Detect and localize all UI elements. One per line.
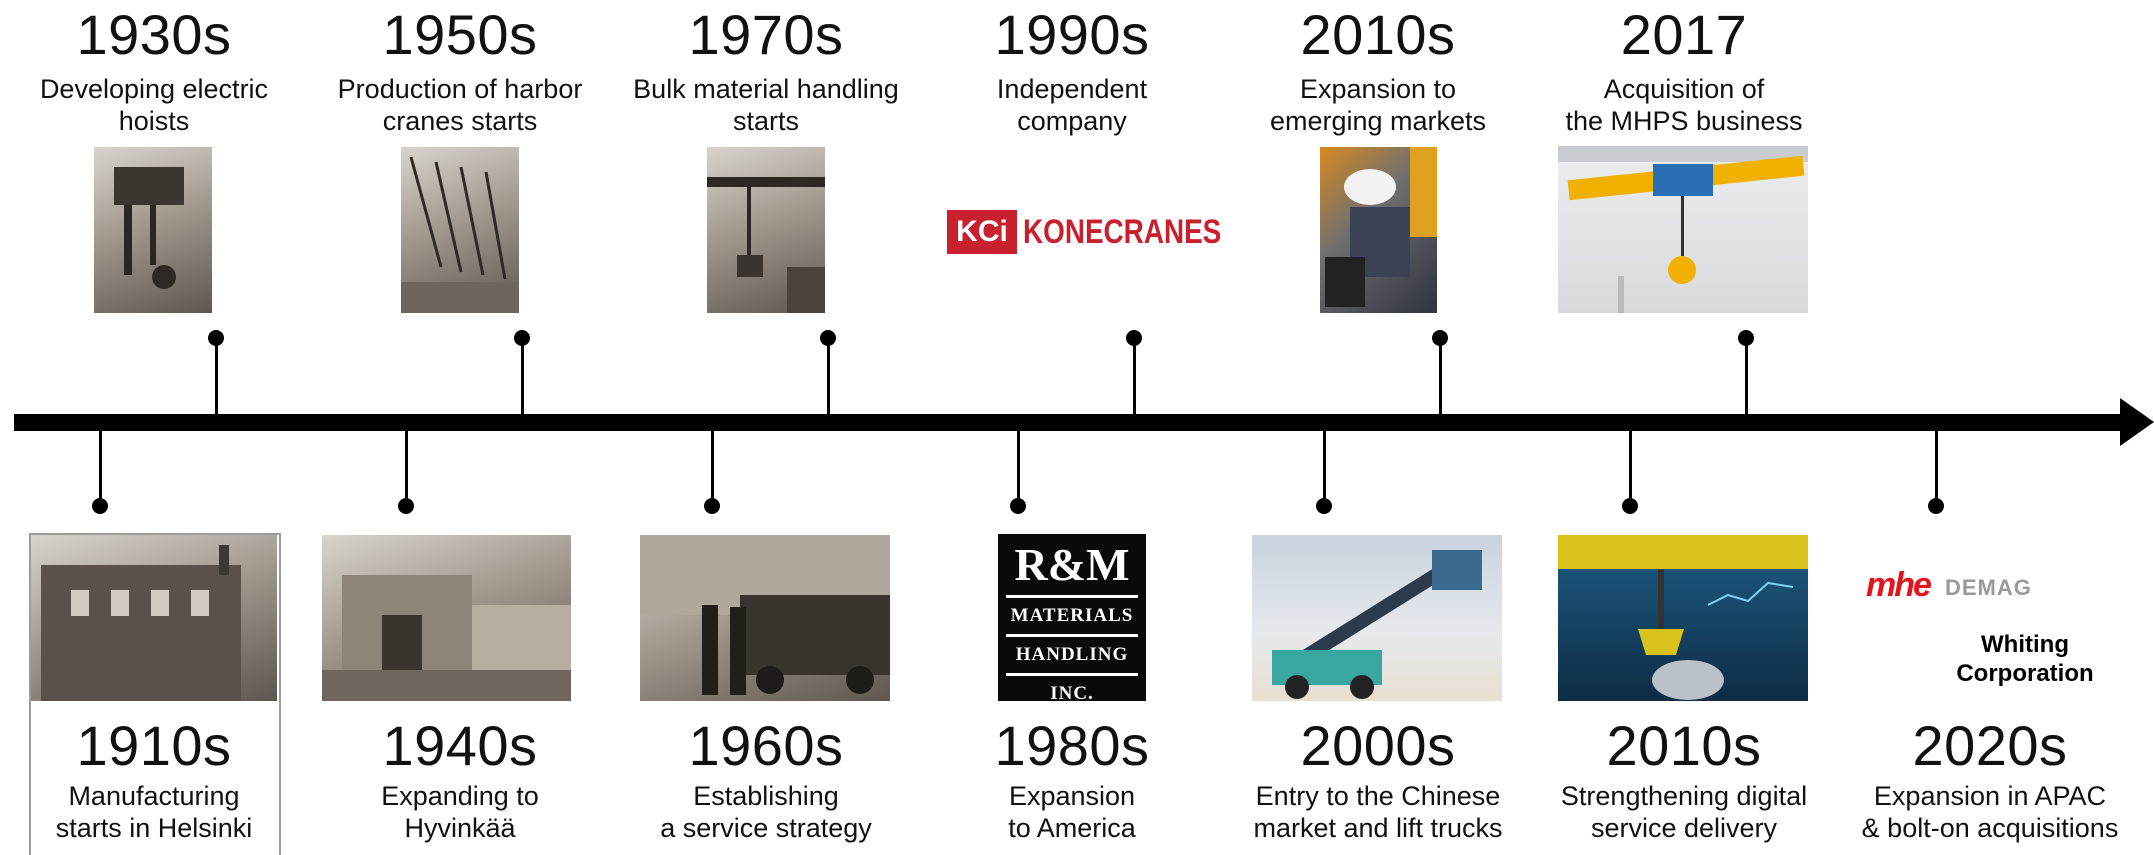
dot-bottom-2000s bbox=[1316, 498, 1332, 514]
event-1930s: 1930s Developing electric hoists bbox=[4, 0, 304, 137]
event-description: Acquisition of the MHPS business bbox=[1565, 74, 1803, 136]
event-2020s: 2020s Expansion in APAC & bolt-on acquis… bbox=[1840, 716, 2140, 844]
stem-bottom-1910s bbox=[99, 430, 102, 506]
photo-service-truck bbox=[640, 535, 890, 701]
konecranes-logo: KCi KONECRANES bbox=[947, 210, 1265, 254]
mhe-logo: mhe bbox=[1866, 566, 1932, 604]
dot-top-1970s bbox=[820, 330, 836, 346]
rm-logo-line3: INC. bbox=[1050, 683, 1094, 704]
stem-top-1970s bbox=[827, 338, 830, 416]
stem-bottom-2020s bbox=[1935, 430, 1938, 506]
rm-logo-line2: HANDLING bbox=[1015, 644, 1129, 665]
stem-bottom-1940s bbox=[405, 430, 408, 506]
rm-logo-divider bbox=[1006, 634, 1138, 637]
event-2000s: 2000s Entry to the Chinese market and li… bbox=[1228, 716, 1528, 844]
dot-bottom-1960s bbox=[704, 498, 720, 514]
stem-bottom-2000s bbox=[1323, 430, 1326, 506]
stem-top-2010s bbox=[1439, 338, 1442, 416]
event-year: 2020s bbox=[1912, 714, 2068, 777]
photo-hyvinkaa-factory bbox=[322, 535, 571, 701]
dot-bottom-1940s bbox=[398, 498, 414, 514]
demag-logo: DEMAG bbox=[1945, 575, 2032, 600]
event-year: 2000s bbox=[1300, 714, 1456, 777]
dot-top-1930s bbox=[208, 330, 224, 346]
rm-logo-title: R&M bbox=[1014, 539, 1130, 590]
photo-bulk-handling bbox=[707, 147, 825, 313]
stem-top-2017 bbox=[1745, 338, 1748, 416]
event-description: Entry to the Chinese market and lift tru… bbox=[1253, 781, 1503, 843]
dot-bottom-1910s bbox=[92, 498, 108, 514]
stem-bottom-1980s bbox=[1017, 430, 1020, 506]
event-1990s: 1990s Independent company bbox=[922, 0, 1222, 137]
dot-top-2010s bbox=[1432, 330, 1448, 346]
dot-top-1990s bbox=[1126, 330, 1142, 346]
photo-helsinki-factory bbox=[31, 535, 277, 701]
event-year: 1970s bbox=[688, 3, 844, 66]
photo-overhead-crane bbox=[1558, 146, 1808, 313]
konecranes-logo-text: KONECRANES bbox=[1023, 212, 1222, 251]
event-description: Developing electric hoists bbox=[39, 74, 269, 136]
timeline-axis bbox=[14, 414, 2124, 431]
event-2010s-bottom: 2010s Strengthening digital service deli… bbox=[1534, 716, 1834, 844]
stem-top-1990s bbox=[1133, 338, 1136, 416]
dot-bottom-2020s bbox=[1928, 498, 1944, 514]
stem-bottom-1960s bbox=[711, 430, 714, 506]
photo-reach-stacker bbox=[1252, 535, 1502, 701]
rm-logo-divider bbox=[1006, 595, 1138, 598]
event-1910s-frame bbox=[29, 533, 281, 855]
event-description: Expansion to America bbox=[1008, 781, 1136, 843]
rm-logo-divider bbox=[1006, 673, 1138, 676]
photo-digital-crane bbox=[1558, 535, 1808, 701]
photo-electric-hoist bbox=[94, 147, 212, 313]
event-year: 1980s bbox=[994, 714, 1150, 777]
event-year: 2017 bbox=[1620, 3, 1748, 66]
dot-top-2017 bbox=[1738, 330, 1754, 346]
whiting-corporation-logo: Whiting Corporation bbox=[1956, 631, 2094, 687]
dot-bottom-1980s bbox=[1010, 498, 1026, 514]
event-1950s: 1950s Production of harbor cranes starts bbox=[310, 0, 610, 137]
event-description: Expansion to emerging markets bbox=[1269, 74, 1487, 136]
event-1970s: 1970s Bulk material handling starts bbox=[616, 0, 916, 137]
event-year: 1960s bbox=[688, 714, 844, 777]
stem-top-1930s bbox=[215, 338, 218, 416]
event-year: 1950s bbox=[382, 3, 538, 66]
stem-bottom-2010s bbox=[1629, 430, 1632, 506]
timeline-arrow-head bbox=[2120, 398, 2154, 446]
event-year: 1930s bbox=[76, 3, 232, 66]
rm-logo-line1: MATERIALS bbox=[1010, 605, 1134, 626]
photo-harbor-cranes bbox=[401, 147, 519, 313]
event-description: Expanding to Hyvinkää bbox=[381, 781, 539, 843]
event-description: Bulk material handling starts bbox=[633, 74, 899, 136]
event-description: Manufacturing starts in Helsinki bbox=[55, 781, 253, 843]
dot-top-1950s bbox=[514, 330, 530, 346]
event-2017: 2017 Acquisition of the MHPS business bbox=[1534, 0, 1834, 137]
event-year: 1990s bbox=[994, 3, 1150, 66]
event-1980s: 1980s Expansion to America bbox=[922, 716, 1222, 844]
event-description: Strengthening digital service delivery bbox=[1560, 781, 1808, 843]
event-year: 2010s bbox=[1300, 3, 1456, 66]
rm-materials-handling-logo: R&M MATERIALS HANDLING INC. bbox=[998, 534, 1146, 704]
event-description: Establishing a service strategy bbox=[660, 781, 872, 843]
event-description: Expansion in APAC & bolt-on acquisitions bbox=[1861, 781, 2119, 843]
dot-bottom-2010s bbox=[1622, 498, 1638, 514]
event-1910s: 1910s Manufacturing starts in Helsinki bbox=[4, 716, 304, 844]
konecranes-logo-mark: KCi bbox=[947, 210, 1017, 254]
event-1960s: 1960s Establishing a service strategy bbox=[616, 716, 916, 844]
event-description: Production of harbor cranes starts bbox=[337, 74, 583, 136]
event-year: 1940s bbox=[382, 714, 538, 777]
event-1940s: 1940s Expanding to Hyvinkää bbox=[310, 716, 610, 844]
event-description: Independent company bbox=[996, 74, 1148, 136]
stem-top-1950s bbox=[521, 338, 524, 416]
photo-technician bbox=[1320, 147, 1437, 313]
event-year: 2010s bbox=[1606, 714, 1762, 777]
event-year: 1910s bbox=[76, 714, 232, 777]
event-2010s-top: 2010s Expansion to emerging markets bbox=[1228, 0, 1528, 137]
